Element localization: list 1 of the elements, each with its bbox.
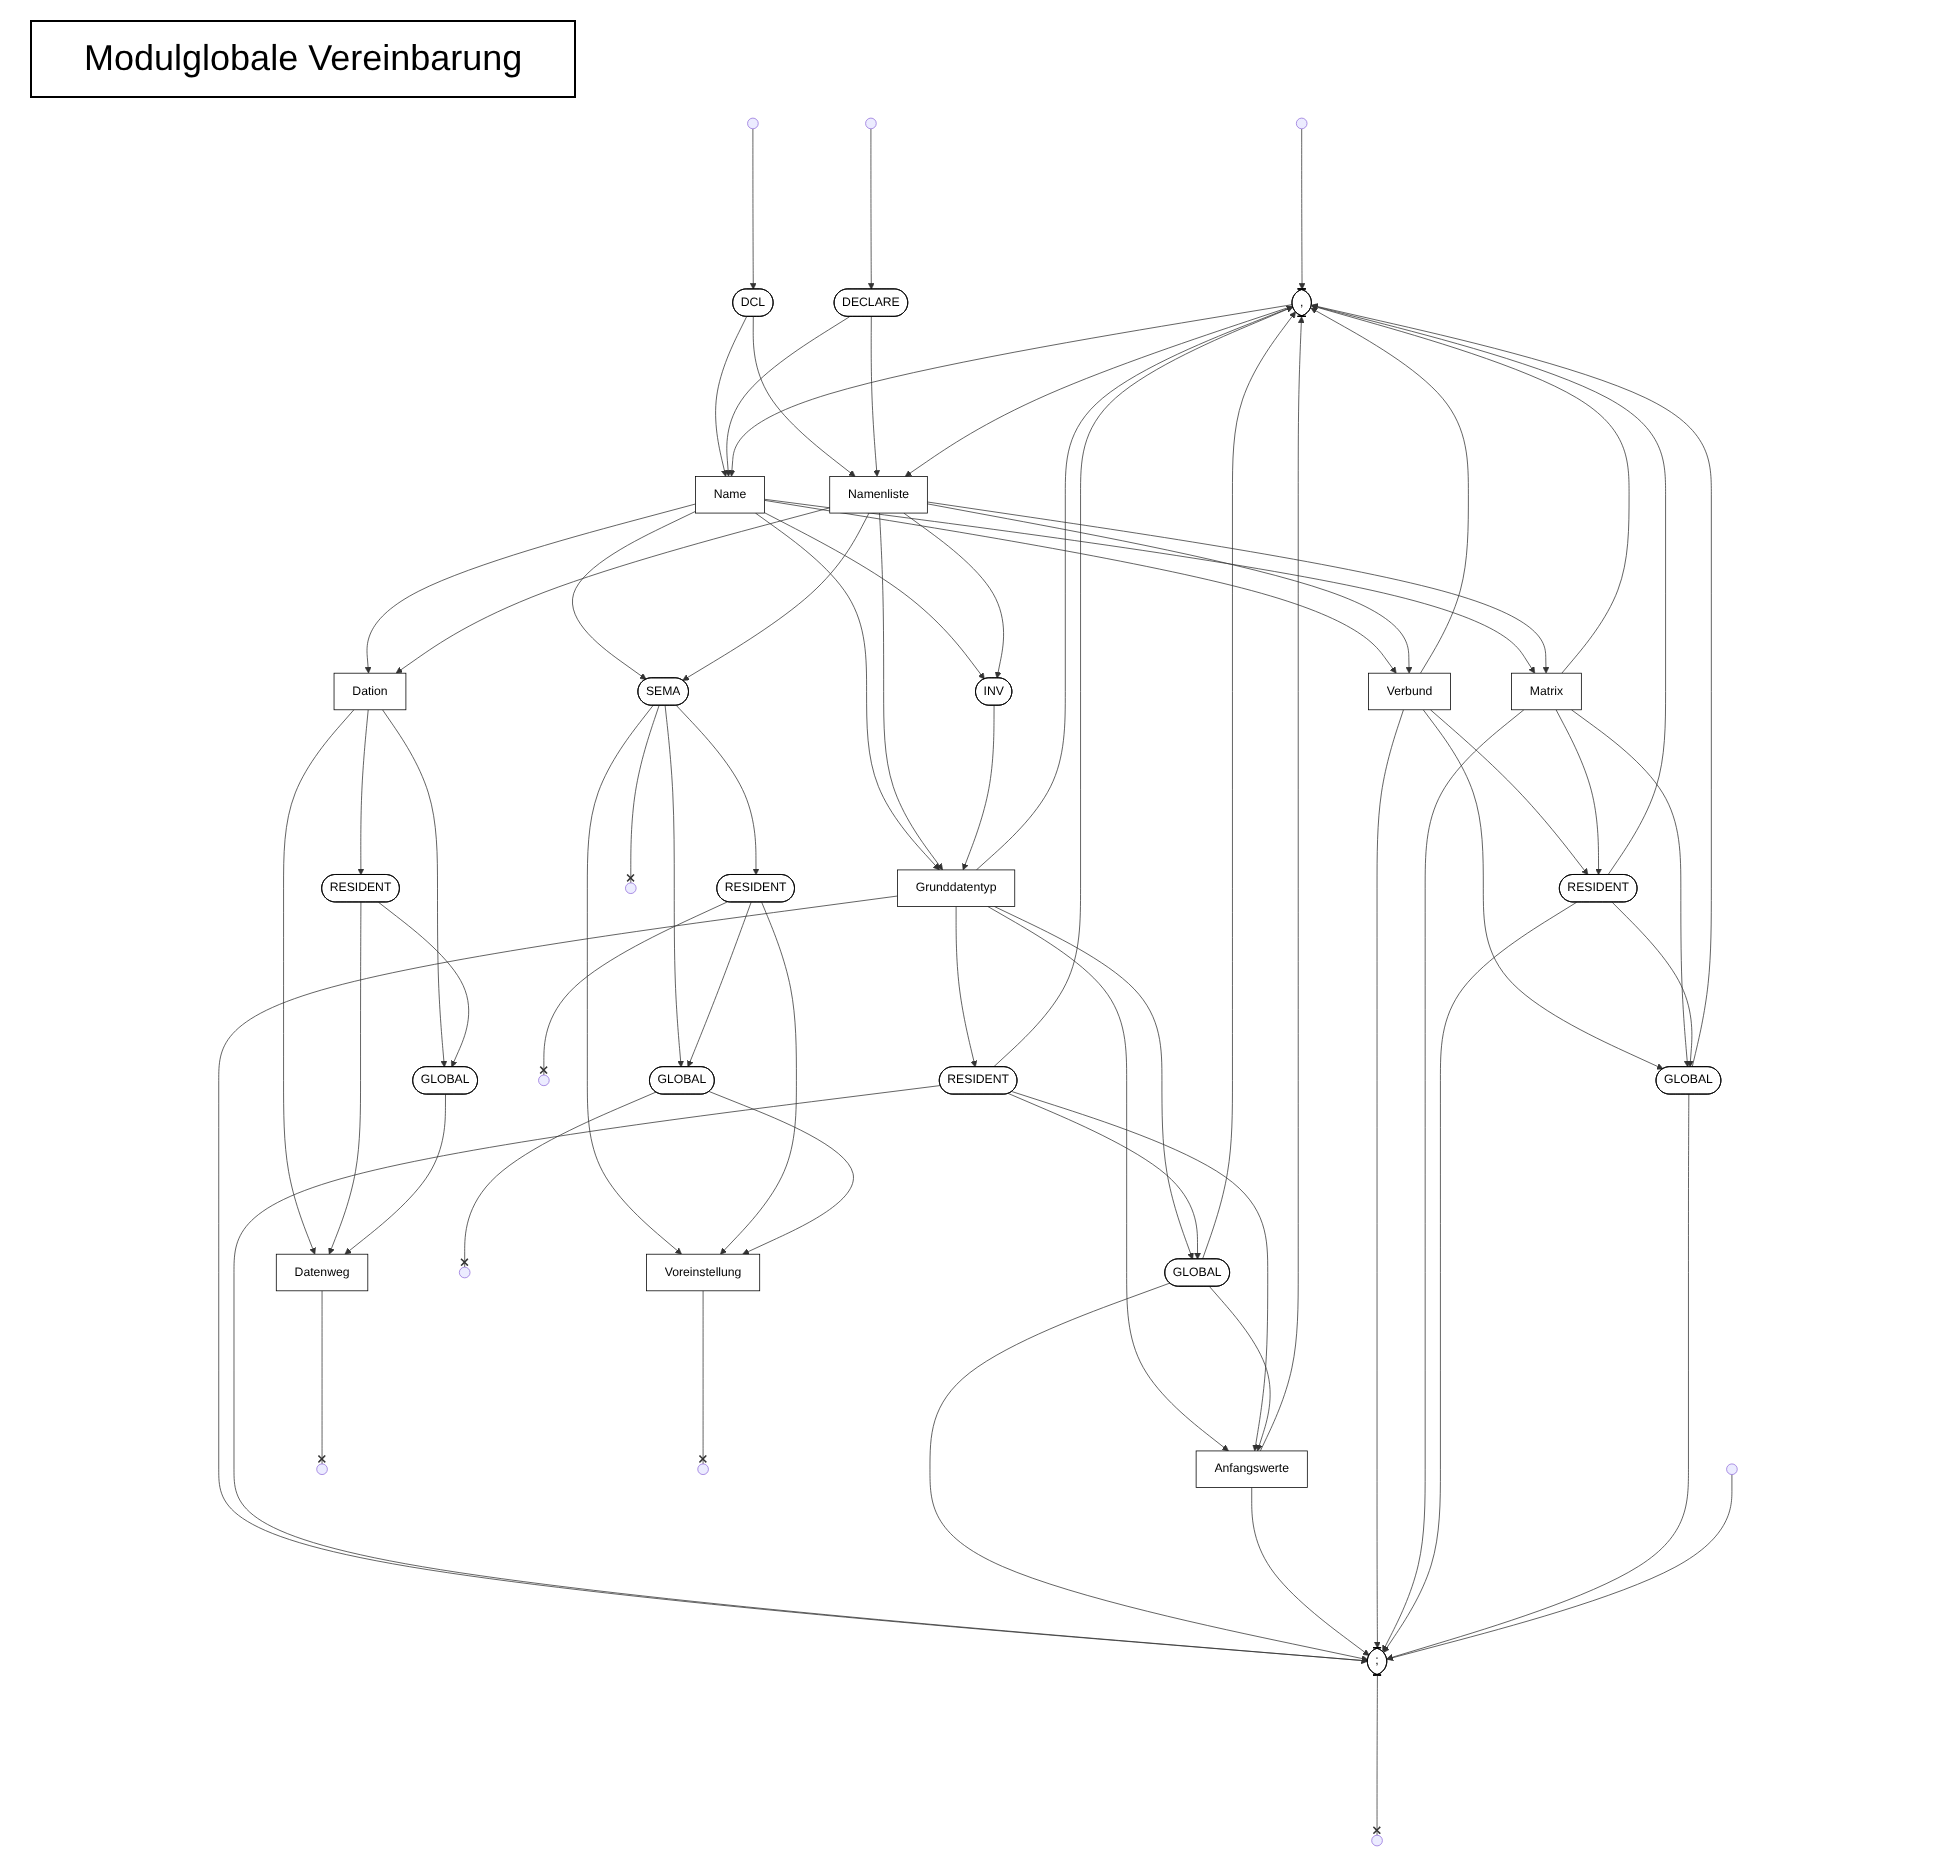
- title-box: Modulglobale Vereinbarung: [30, 20, 577, 98]
